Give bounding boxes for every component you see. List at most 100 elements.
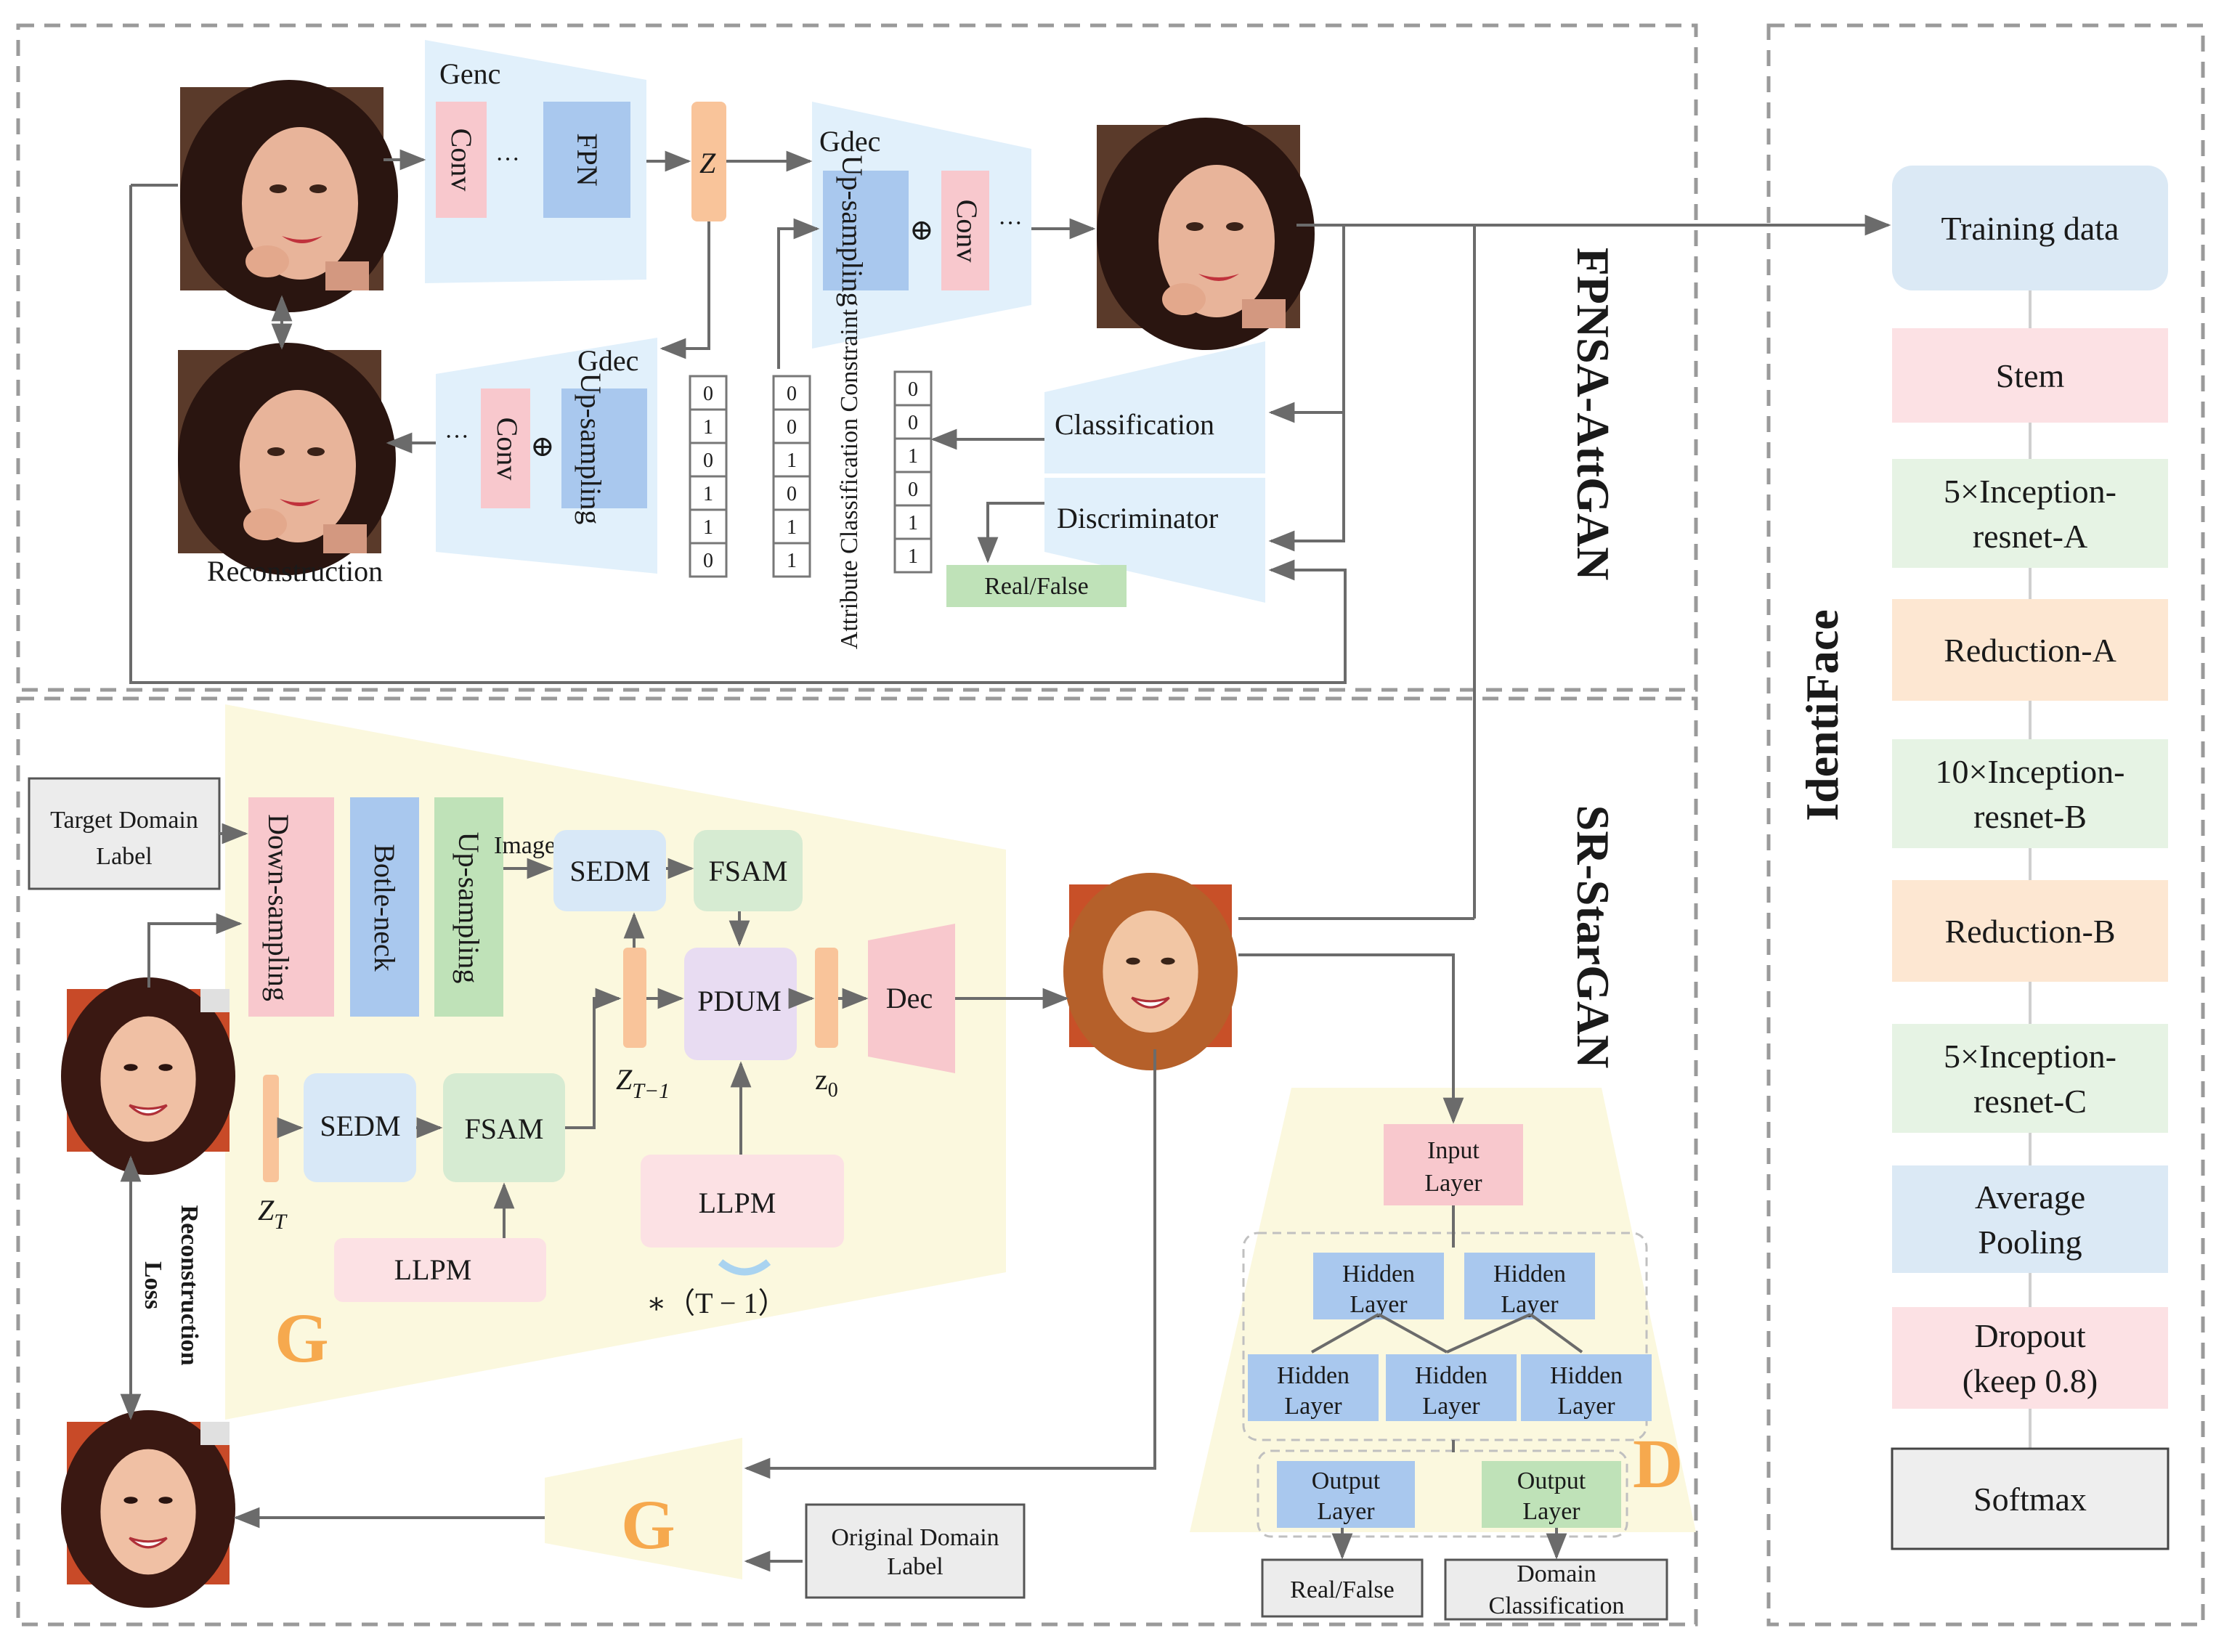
identiface-block-label: Pooling xyxy=(1978,1224,2082,1261)
sr-realfalse-box xyxy=(1261,1558,1424,1618)
fpnsa-panel xyxy=(16,23,1698,692)
vector-cell xyxy=(689,375,728,411)
vector-cell-value: 0 xyxy=(703,383,713,405)
hidden-layer-line1: Hidden xyxy=(1493,1261,1566,1287)
fpn-label: FPN xyxy=(571,133,604,186)
attr-constraint-label: Attribute Classification Constraint xyxy=(836,309,863,649)
gdec-top-ellipsis: ··· xyxy=(998,210,1023,237)
g-letter-main: G xyxy=(275,1299,329,1377)
generator-g-trapezoid xyxy=(225,704,1006,1420)
identiface-block-label: 5×Inception- xyxy=(1944,473,2117,510)
vector-cell xyxy=(893,537,933,574)
identiface-block xyxy=(1892,739,2168,848)
edited-face-image xyxy=(1097,118,1315,350)
repeat-label: ∗（T − 1） xyxy=(646,1287,787,1319)
identiface-block-label: Softmax xyxy=(1973,1481,2087,1518)
output-layer-1-line1: Output xyxy=(1312,1468,1381,1494)
identiface-block-label: (keep 0.8) xyxy=(1963,1362,2098,1399)
identiface-block-label: Dropout xyxy=(1974,1317,2086,1354)
vector-cell-value: 0 xyxy=(787,383,797,405)
generator-g-small-trapezoid xyxy=(545,1438,742,1579)
identiface-block xyxy=(1892,459,2168,568)
llpm-bottom-block xyxy=(334,1238,546,1302)
output-layer-2-line1: Output xyxy=(1517,1468,1586,1494)
domain-classification-line2: Classification xyxy=(1489,1592,1625,1619)
sr-realfalse-label: Real/False xyxy=(1290,1576,1395,1603)
input-layer-box xyxy=(1384,1124,1523,1205)
sr-input-face-image xyxy=(60,976,237,1176)
identiface-block-label: Reduction-B xyxy=(1944,913,2115,950)
vector-cell-value: 1 xyxy=(787,550,797,572)
identiface-block xyxy=(1892,1165,2168,1273)
output-layers-group xyxy=(1257,1449,1628,1538)
vector-cell-value: 1 xyxy=(703,416,713,439)
gdec-bottom-ellipsis: ··· xyxy=(445,423,469,450)
sedm-bottom-block xyxy=(304,1073,416,1182)
fsam-bottom-label: FSAM xyxy=(465,1112,544,1145)
z-t-block xyxy=(263,1075,279,1182)
vector-cell xyxy=(689,508,728,545)
vector-cell xyxy=(772,408,811,444)
d-letter: D xyxy=(1633,1425,1683,1502)
output-layer-2-line2: Layer xyxy=(1522,1498,1580,1525)
vector-cell-value: 0 xyxy=(908,412,918,434)
hidden-layer-line1: Hidden xyxy=(1277,1362,1350,1389)
sr-reconstructed-face-image xyxy=(60,1409,237,1609)
input-layer-line1: Input xyxy=(1427,1137,1480,1164)
upsampling-label: Up-sampling xyxy=(452,832,485,984)
gdec-top-upsampling-block xyxy=(823,171,909,290)
pdum-block xyxy=(684,948,797,1060)
hidden-layers-group xyxy=(1242,1232,1648,1441)
identiface-block-label: Training data xyxy=(1941,210,2119,247)
srstargan-title: SR-StarGAN xyxy=(1567,805,1619,1069)
target-domain-label-box xyxy=(28,777,221,890)
gdec-top-conv-label: Conv xyxy=(951,200,983,263)
gdec-top-label: Gdec xyxy=(819,125,880,158)
llpm-mid-block xyxy=(641,1155,844,1248)
vector-cell-value: 1 xyxy=(787,516,797,539)
identiface-block xyxy=(1892,599,2168,701)
reconstructed-face-image xyxy=(178,343,396,575)
vector-cell-value: 0 xyxy=(703,550,713,572)
srstargan-panel xyxy=(16,696,1698,1627)
fsam-top-block xyxy=(694,830,803,911)
reconstruction-loss-line2: Loss xyxy=(139,1261,166,1309)
target-domain-label-line2: Label xyxy=(96,843,152,870)
bottleneck-label: Botle-neck xyxy=(368,844,401,972)
vector-cell-value: 1 xyxy=(908,512,918,534)
vector-cell-value: 0 xyxy=(703,449,713,472)
gdec-top-oplus: ⊕ xyxy=(909,213,934,246)
output-layer-1-line2: Layer xyxy=(1317,1498,1375,1525)
domain-classification-line1: Domain xyxy=(1517,1561,1596,1587)
z-latent-block xyxy=(691,102,726,221)
vector-cell xyxy=(772,375,811,411)
g-letter-small: G xyxy=(621,1486,675,1563)
gdec-top-upsampling-label: Up-sampling xyxy=(836,155,869,307)
gdec-bottom-conv-block xyxy=(481,388,530,508)
z-t-label: ZT xyxy=(258,1194,288,1234)
vector-cell-value: 1 xyxy=(908,545,918,568)
vector-cell-value: 1 xyxy=(703,516,713,539)
identiface-block-label: resnet-B xyxy=(1973,798,2087,835)
sedm-bottom-label: SEDM xyxy=(320,1110,400,1142)
sedm-top-label: SEDM xyxy=(569,855,650,887)
hidden-layer-line2: Layer xyxy=(1284,1393,1342,1420)
hidden-layer-box xyxy=(1521,1354,1652,1421)
vector-cell xyxy=(689,442,728,478)
dec-label: Dec xyxy=(886,982,933,1014)
vector-cell-value: 0 xyxy=(908,479,918,501)
output-layer-2-box xyxy=(1482,1461,1621,1528)
vector-cell xyxy=(689,408,728,444)
bottleneck-block xyxy=(350,797,419,1017)
original-domain-label-line1: Original Domain xyxy=(831,1524,999,1551)
genc-conv-label: Conv xyxy=(445,129,478,192)
downsampling-block xyxy=(248,797,334,1017)
original-domain-label-box xyxy=(805,1503,1026,1599)
gdec-top-conv-block xyxy=(941,171,989,290)
hidden-layer-line1: Hidden xyxy=(1342,1261,1415,1287)
identiface-block-label: resnet-A xyxy=(1973,518,2087,555)
